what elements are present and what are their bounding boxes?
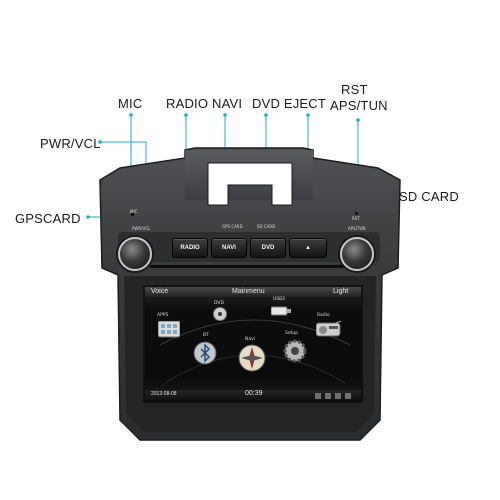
status-bar: [145, 390, 361, 401]
voice-label[interactable]: Voice: [151, 288, 169, 295]
radio-button[interactable]: RADIO: [172, 238, 208, 258]
mic-panel-label: MIC: [130, 209, 138, 214]
disc-icon: [213, 307, 227, 321]
mainmenu-title: Mainmenu: [232, 288, 265, 295]
time-label: 00:39: [245, 390, 263, 397]
volume-status-icon: [345, 393, 351, 399]
main-screen[interactable]: Voice Mainmenu Light DVD USB2 APPS: [143, 285, 363, 403]
dvd-dot: [264, 113, 268, 117]
usb-drive-icon: [271, 306, 291, 316]
setup-app[interactable]: Setup: [281, 331, 309, 365]
mic-dot: [129, 113, 133, 117]
bt-app-label: BT: [203, 333, 209, 338]
dvd-app[interactable]: DVD: [211, 301, 229, 323]
aps-tun-callout: APS/TUN: [330, 98, 388, 113]
status-icons: [315, 393, 351, 399]
pwr-panel-label: PWR/VCL: [132, 226, 151, 231]
usb-app-label: USB2: [273, 297, 286, 302]
bt-app[interactable]: BT: [191, 333, 221, 367]
aps-panel-label: APS/TUN: [348, 226, 366, 231]
radio-app[interactable]: Radio: [315, 313, 345, 339]
gps-dot: [86, 215, 90, 219]
radio-icon: [316, 321, 342, 337]
radio-app-label: Radio: [317, 313, 330, 318]
screen-header-bar: [145, 287, 361, 297]
pwr-dot: [98, 140, 102, 144]
setup-app-label: Setup: [285, 331, 299, 336]
pwr-vcl-knob[interactable]: [118, 237, 152, 271]
gpscard-callout: GPSCARD: [15, 211, 81, 226]
usb-status-icon: [335, 393, 341, 399]
navi-app[interactable]: Navi: [235, 337, 269, 373]
bluetooth-icon: [193, 341, 217, 365]
light-label[interactable]: Light: [333, 288, 349, 295]
rst-hole[interactable]: [355, 212, 358, 215]
dvd-button[interactable]: DVD: [250, 238, 286, 258]
dvd-app-label: DVD: [214, 301, 224, 306]
aps-tun-knob[interactable]: [340, 237, 374, 271]
sd-panel-label: SD CARD: [257, 224, 276, 229]
radio-navi-callout: RADIO NAVI: [166, 96, 243, 111]
sd-card-callout: SD CARD: [399, 189, 459, 204]
mic-callout: MIC: [118, 96, 143, 111]
apps-grid-icon: [158, 321, 180, 338]
gear-icon: [283, 339, 307, 363]
rst-panel-label: RST: [352, 216, 360, 221]
date-label: 2013-08-08: [151, 391, 177, 397]
usb-app[interactable]: USB2: [269, 297, 293, 319]
dvd-eject-callout: DVD EJECT: [252, 96, 327, 111]
apps-app[interactable]: APPS: [155, 313, 183, 339]
pwr-vcl-callout: PWR/VCL: [40, 136, 101, 151]
navi-button[interactable]: NAVI: [211, 238, 247, 258]
gps-panel-label: GPS CARD: [222, 224, 243, 229]
eject-button[interactable]: ▲: [289, 238, 327, 258]
signal-icon: [315, 393, 321, 399]
eject-dot: [306, 113, 310, 117]
navi-dot: [223, 113, 227, 117]
bluetooth-status-icon: [325, 393, 331, 399]
rst-callout: RST: [341, 82, 368, 97]
radio-dot: [184, 113, 188, 117]
navi-app-label: Navi: [245, 337, 256, 342]
mic-hole: [131, 213, 134, 216]
compass-icon: [238, 344, 266, 372]
apps-app-label: APPS: [157, 313, 169, 318]
rst-dot: [356, 118, 360, 122]
